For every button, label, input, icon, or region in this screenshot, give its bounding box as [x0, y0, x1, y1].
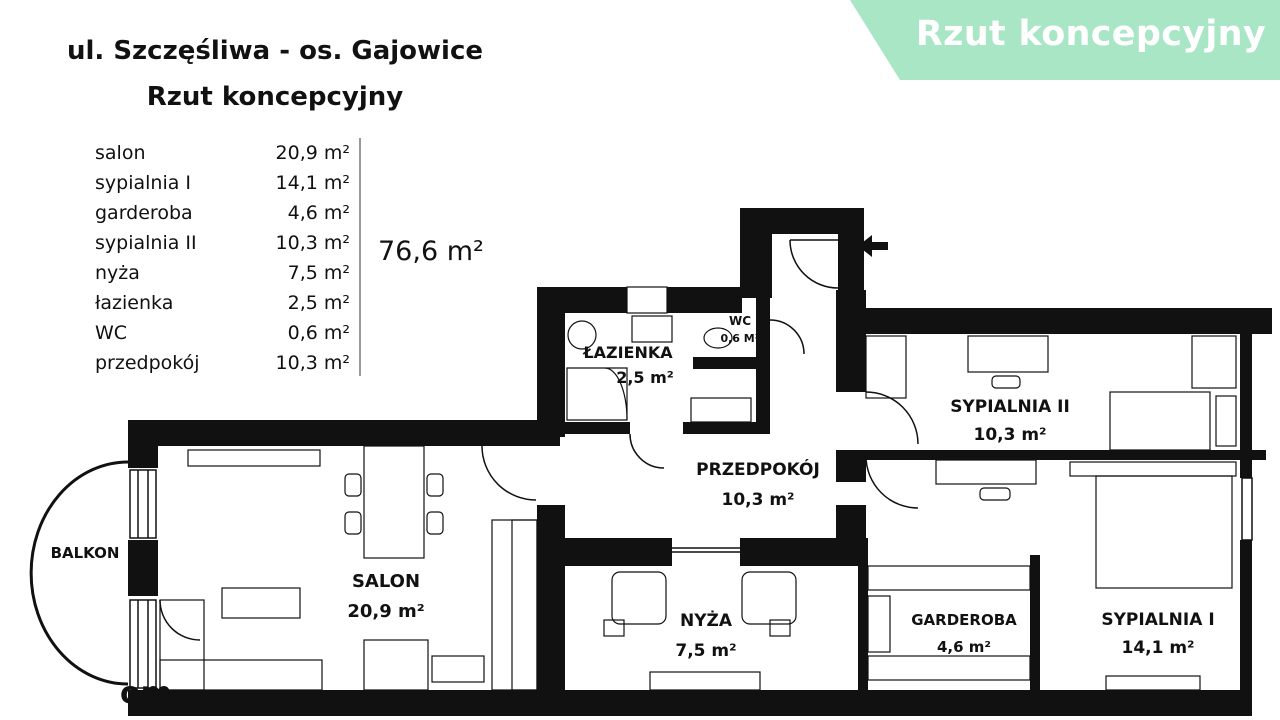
- area-value: 20,9 m²: [275, 142, 350, 164]
- room-area-sypialnia-1: 14,1 m²: [1121, 638, 1194, 658]
- area-value: 10,3 m²: [275, 352, 350, 374]
- area-table: salon 20,9 m² sypialnia I 14,1 m² garderob…: [95, 138, 350, 378]
- room-area-wc: 0,6 M²: [720, 332, 759, 345]
- area-row: nyża 7,5 m²: [95, 258, 350, 288]
- page-subtitle: Rzut koncepcyjny: [146, 82, 404, 112]
- banner-title: Rzut koncepcyjny: [915, 14, 1266, 54]
- room-name-wc: WC: [729, 314, 751, 328]
- room-name-salon: SALON: [352, 571, 420, 592]
- room-area-sypialnia-2: 10,3 m²: [973, 425, 1046, 445]
- area-name: łazienka: [95, 292, 174, 314]
- room-name-sypialnia-2: SYPIALNIA II: [950, 397, 1070, 417]
- area-value: 2,5 m²: [287, 292, 350, 314]
- area-name: przedpokój: [95, 352, 200, 374]
- area-row: WC 0,6 m²: [95, 318, 350, 348]
- area-value: 10,3 m²: [275, 232, 350, 254]
- area-row: przedpokój 10,3 m²: [95, 348, 350, 378]
- room-area-nyza: 7,5 m²: [675, 641, 736, 661]
- area-value: 0,6 m²: [287, 322, 350, 344]
- room-area-salon: 20,9 m²: [347, 601, 424, 622]
- windows: [129, 469, 1253, 689]
- area-value: 14,1 m²: [275, 172, 350, 194]
- total-area: 76,6 m²: [378, 236, 484, 267]
- area-name: WC: [95, 322, 128, 344]
- room-area-garderoba: 4,6 m²: [937, 638, 991, 656]
- area-value: 7,5 m²: [287, 262, 350, 284]
- walls: [128, 208, 1272, 716]
- room-name-balkon: BALKON: [51, 544, 120, 562]
- table-divider: [359, 138, 361, 376]
- area-value: 4,6 m²: [287, 202, 350, 224]
- room-labels: ŁAZIENKA 2,5 m² WC 0,6 M² SYPIALNIA II 1…: [51, 314, 1215, 661]
- area-name: nyża: [95, 262, 140, 284]
- doors: [159, 239, 919, 641]
- area-name: sypialnia II: [95, 232, 197, 254]
- balcony-outline: [29, 460, 129, 686]
- area-row: sypialnia II 10,3 m²: [95, 228, 350, 258]
- room-name-lazienka: ŁAZIENKA: [582, 343, 673, 362]
- room-area-lazienka: 2,5 m²: [616, 368, 674, 387]
- area-row: sypialnia I 14,1 m²: [95, 168, 350, 198]
- room-name-nyza: NYŻA: [680, 609, 733, 631]
- arrow-left-icon: [858, 235, 888, 257]
- header-banner: [850, 0, 1280, 80]
- area-row: salon 20,9 m²: [95, 138, 350, 168]
- area-row: łazienka 2,5 m²: [95, 288, 350, 318]
- area-name: garderoba: [95, 202, 193, 224]
- room-name-sypialnia-1: SYPIALNIA I: [1101, 610, 1214, 630]
- furniture: [159, 286, 1237, 691]
- area-name: sypialnia I: [95, 172, 192, 194]
- area-row: garderoba 4,6 m²: [95, 198, 350, 228]
- watermark: om: [120, 676, 172, 711]
- page-title: ul. Szczęśliwa - os. Gajowice: [66, 36, 484, 66]
- area-name: salon: [95, 142, 146, 164]
- room-name-przedpokoj: PRZEDPOKÓJ: [696, 458, 820, 480]
- room-name-garderoba: GARDEROBA: [911, 611, 1017, 629]
- room-area-przedpokoj: 10,3 m²: [721, 490, 794, 510]
